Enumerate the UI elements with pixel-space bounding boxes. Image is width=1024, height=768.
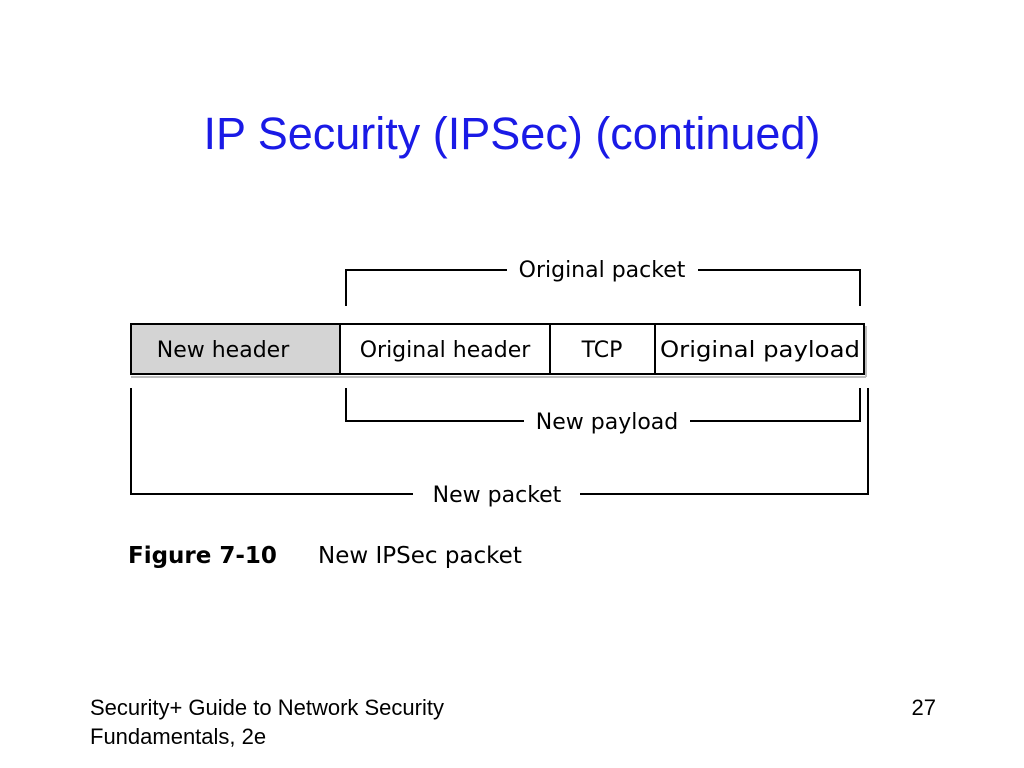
segment-original-payload [654, 323, 865, 375]
footer-line-1: Security+ Guide to Network Security [90, 695, 444, 720]
segment-label-new-header: New header [157, 338, 290, 363]
slide-title: IP Security (IPSec) (continued) [203, 108, 821, 159]
footer-course-title: Security+ Guide to Network Security Fund… [90, 693, 444, 751]
segment-label-original-payload: Original payload [660, 338, 860, 363]
segment-tcp [549, 323, 656, 375]
original-packet-bracket [345, 269, 861, 306]
page-number: 27 [911, 695, 936, 720]
segment-label-original-header: Original header [360, 338, 532, 363]
segment-original-header [339, 323, 551, 375]
footer-line-2: Fundamentals, 2e [90, 724, 267, 749]
new-packet-label: New packet [433, 483, 562, 508]
segment-new-header [130, 323, 341, 375]
new-payload-label: New payload [536, 410, 678, 435]
figure-number: Figure 7-10 [128, 543, 277, 569]
original-packet-label: Original packet [519, 258, 686, 283]
packet-bar [130, 323, 867, 378]
new-packet-bracket [130, 388, 869, 495]
figure-caption: New IPSec packet [318, 543, 522, 569]
segment-label-tcp: TCP [581, 338, 623, 363]
new-payload-bracket [345, 388, 861, 422]
